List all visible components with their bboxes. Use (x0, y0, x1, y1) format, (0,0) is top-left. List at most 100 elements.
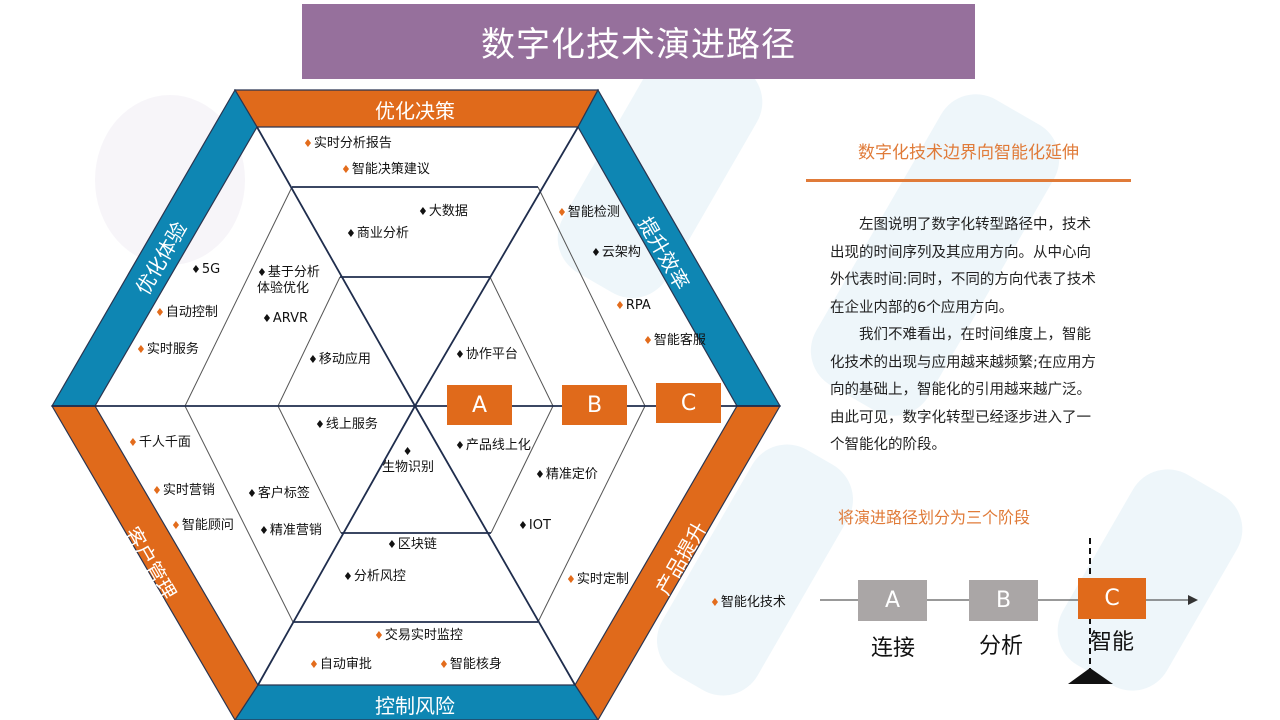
diamond-icon: ♦ (259, 524, 269, 537)
item-label: 交易实时监控 (384, 628, 463, 643)
tech-item: ♦ARVR (262, 311, 308, 327)
tech-item: ♦千人千面 (128, 435, 191, 451)
diamond-icon: ♦ (535, 468, 545, 481)
item-label: 商业分析 (356, 226, 409, 241)
tech-item: ♦实时服务 (136, 342, 199, 358)
diamond-icon: ♦ (191, 263, 201, 276)
tech-item: ♦产品线上化 (455, 438, 531, 454)
tech-item: ♦自动审批 (309, 657, 372, 673)
stage-label: 连接 (870, 636, 916, 661)
tech-item: ♦智能决策建议 (341, 162, 430, 178)
item-label: 实时服务 (146, 342, 199, 357)
band-label-bottom: 控制风险 (375, 694, 455, 718)
text-line: 个智能化的阶段。 (830, 437, 946, 453)
diamond-icon: ♦ (566, 573, 576, 586)
tech-item: ♦大数据 (418, 204, 468, 220)
tech-item: ♦精准营销 (259, 523, 322, 539)
item-label: 产品线上化 (465, 438, 531, 453)
diamond-icon: ♦ (308, 353, 318, 366)
diamond-icon: ♦ (136, 343, 146, 356)
item-label: ARVR (272, 311, 309, 326)
diamond-icon: ♦ (402, 445, 413, 458)
timeline-stage-a: A (858, 580, 927, 621)
tech-item: ♦实时定制 (566, 572, 629, 588)
tech-item: ♦自动控制 (155, 305, 218, 321)
stage-box-c: C (656, 383, 721, 423)
diamond-icon: ♦ (346, 227, 356, 240)
tech-item: ♦移动应用 (308, 352, 371, 368)
diamond-icon: ♦ (374, 629, 384, 642)
diamond-icon: ♦ (643, 334, 653, 347)
item-label: 智能客服 (653, 333, 706, 348)
item-label: 体验优化 (257, 281, 310, 296)
text-line: 向的基础上，智能化的引用越来越广泛。 (830, 382, 1091, 398)
text-line: 化技术的出现与应用越来越频繁;在应用方 (830, 354, 1096, 371)
tech-item: ♦IOT (518, 518, 551, 534)
tech-item: ♦云架构 (591, 245, 641, 261)
tech-item: ♦协作平台 (455, 347, 518, 363)
description-text: 左图说明了数字化转型路径中，技术 出现的时间序列及其应用方向。从中心向 外代表时… (830, 212, 1130, 460)
diamond-icon: ♦ (152, 484, 162, 497)
diamond-icon: ♦ (418, 205, 428, 218)
item-label: 智能检测 (567, 205, 620, 220)
item-label: 自动控制 (165, 305, 218, 320)
item-label: 自动审批 (319, 657, 372, 672)
tech-item: ♦RPA (615, 298, 651, 314)
tech-item: ♦ 生物识别 (382, 444, 434, 476)
panel-heading: 数字化技术边界向智能化延伸 (858, 143, 1079, 163)
diamond-icon: ♦ (343, 570, 353, 583)
diamond-icon: ♦ (309, 658, 319, 671)
item-label: 5G (201, 262, 221, 277)
tech-item: ♦线上服务 (315, 417, 378, 433)
stage-label: 智能 (1089, 630, 1135, 655)
grid-lines (184, 186, 646, 623)
text-line: 由此可见，数字化转型已经逐步进入了一 (830, 409, 1091, 426)
item-label: 区块链 (397, 537, 437, 552)
item-label: 实时营销 (162, 483, 215, 498)
stage-box-a: A (447, 385, 512, 425)
item-label: 线上服务 (325, 417, 378, 432)
diamond-icon: ♦ (455, 439, 465, 452)
diamond-icon: ♦ (518, 519, 528, 532)
arrow-head-icon (1188, 595, 1198, 605)
tech-item: ♦5G (191, 262, 220, 278)
item-label: 大数据 (428, 204, 468, 219)
diamond-icon: ♦ (557, 206, 567, 219)
item-label: 实时分析报告 (313, 136, 392, 151)
diamond-icon: ♦ (315, 418, 325, 431)
tech-item: ♦实时营销 (152, 483, 215, 499)
tech-item: ♦交易实时监控 (374, 628, 463, 644)
item-label: 智能顾问 (181, 518, 234, 533)
diamond-icon: ♦ (591, 246, 601, 259)
diamond-icon: ♦ (257, 266, 267, 279)
diamond-icon: ♦ (128, 436, 138, 449)
item-label: 云架构 (601, 245, 641, 260)
item-label: 协作平台 (465, 347, 518, 362)
item-label: 精准定价 (545, 467, 598, 482)
stage-box-b: B (562, 385, 627, 425)
diamond-icon: ♦ (439, 658, 449, 671)
stage-label: 分析 (978, 634, 1024, 659)
diamond-icon: ♦ (615, 299, 625, 312)
diamond-icon: ♦ (710, 596, 720, 609)
item-label: RPA (625, 298, 651, 313)
tech-item: ♦区块链 (387, 537, 437, 553)
tech-item: ♦智能核身 (439, 657, 502, 673)
tech-item: ♦实时分析报告 (303, 136, 392, 152)
item-label: 生物识别 (382, 460, 435, 475)
tech-item: ♦客户标签 (247, 486, 310, 502)
item-label: 客户标签 (257, 486, 310, 501)
stage-heading: 将演进路径划分为三个阶段 (838, 508, 1031, 527)
tech-item: ♦智能顾问 (171, 518, 234, 534)
item-label: 基于分析 (267, 265, 320, 280)
item-label: 智能化技术 (720, 595, 786, 610)
timeline-stage-c: C (1078, 578, 1146, 619)
tech-item: ♦智能检测 (557, 205, 620, 221)
diamond-icon: ♦ (455, 348, 465, 361)
diamond-icon: ♦ (387, 538, 397, 551)
diamond-icon: ♦ (155, 306, 165, 319)
item-label: 实时定制 (576, 572, 629, 587)
text-line: 在企业内部的6个应用方向。 (830, 299, 1014, 316)
tech-item: ♦基于分析体验优化 (257, 265, 320, 297)
diamond-icon: ♦ (247, 487, 257, 500)
